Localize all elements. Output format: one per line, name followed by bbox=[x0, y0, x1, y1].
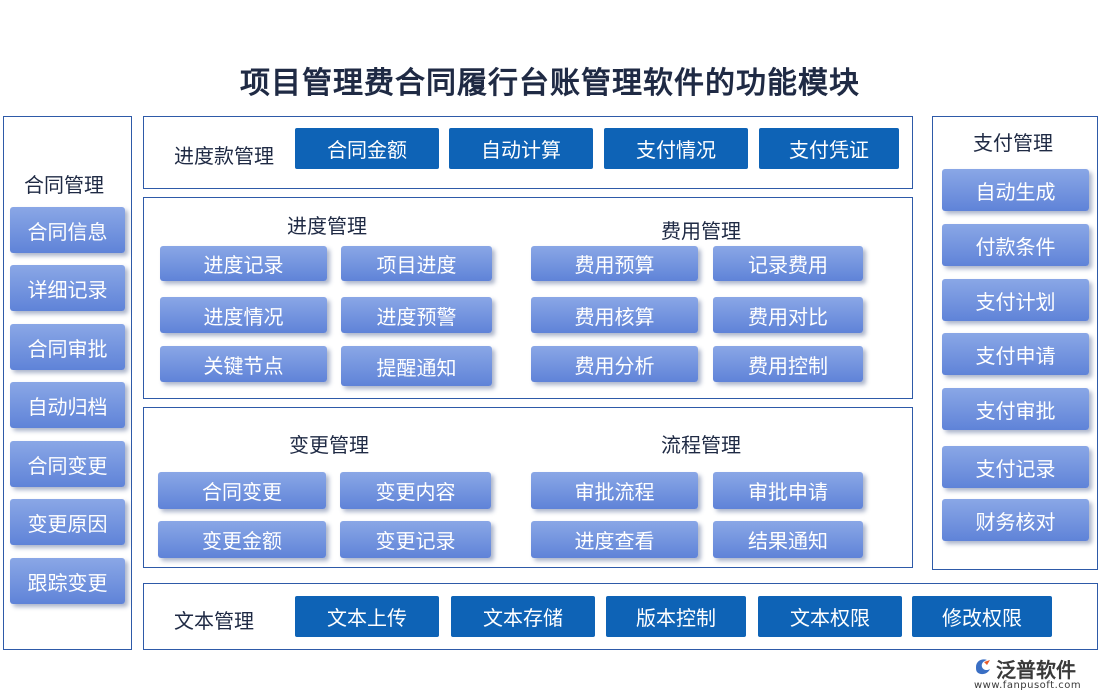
contract-item[interactable]: 合同信息 bbox=[10, 207, 125, 253]
document-item[interactable]: 文本上传 bbox=[295, 596, 439, 637]
document-item[interactable]: 修改权限 bbox=[912, 596, 1052, 637]
payment-item[interactable]: 财务核对 bbox=[942, 499, 1089, 541]
process-item[interactable]: 进度查看 bbox=[531, 521, 698, 558]
process-item[interactable]: 审批流程 bbox=[531, 472, 698, 509]
payment-item[interactable]: 付款条件 bbox=[942, 224, 1089, 266]
progress-payment-panel: 进度款管理 合同金额 自动计算 支付情况 支付凭证 bbox=[143, 116, 913, 189]
progress-payment-item[interactable]: 自动计算 bbox=[449, 128, 593, 169]
cost-item[interactable]: 费用控制 bbox=[713, 346, 863, 382]
cost-item[interactable]: 记录费用 bbox=[713, 246, 863, 281]
contract-item[interactable]: 自动归档 bbox=[10, 382, 125, 428]
cost-item[interactable]: 费用对比 bbox=[713, 297, 863, 333]
payment-panel-title: 支付管理 bbox=[973, 131, 1053, 155]
change-title: 变更管理 bbox=[289, 433, 369, 457]
cost-item[interactable]: 费用预算 bbox=[531, 246, 698, 281]
contract-item[interactable]: 跟踪变更 bbox=[10, 558, 125, 604]
process-item[interactable]: 结果通知 bbox=[713, 521, 863, 558]
contract-item[interactable]: 合同变更 bbox=[10, 441, 125, 487]
contract-panel-title: 合同管理 bbox=[24, 173, 104, 197]
cost-item[interactable]: 费用核算 bbox=[531, 297, 698, 333]
progress-item[interactable]: 提醒通知 bbox=[341, 346, 492, 386]
fanpu-logo-icon bbox=[976, 659, 990, 675]
payment-item[interactable]: 支付计划 bbox=[942, 279, 1089, 321]
brand-logo: 泛普软件 www.fanpusoft.com bbox=[972, 654, 1094, 694]
cost-item[interactable]: 费用分析 bbox=[531, 346, 698, 382]
progress-cost-panel: 进度管理 费用管理 进度记录 项目进度 进度情况 进度预警 关键节点 提醒通知 … bbox=[143, 197, 913, 399]
document-item[interactable]: 文本权限 bbox=[758, 596, 902, 637]
process-item[interactable]: 审批申请 bbox=[713, 472, 863, 509]
contract-item[interactable]: 合同审批 bbox=[10, 324, 125, 370]
change-item[interactable]: 变更金额 bbox=[158, 521, 326, 558]
progress-item[interactable]: 进度情况 bbox=[160, 297, 327, 333]
progress-item[interactable]: 进度预警 bbox=[341, 297, 492, 333]
document-panel: 文本管理 文本上传 文本存储 版本控制 文本权限 修改权限 bbox=[143, 583, 1098, 650]
change-item[interactable]: 变更内容 bbox=[340, 472, 491, 509]
contract-item[interactable]: 变更原因 bbox=[10, 499, 125, 545]
contract-panel: 合同管理 合同信息 详细记录 合同审批 自动归档 合同变更 变更原因 跟踪变更 bbox=[3, 116, 132, 650]
progress-payment-item[interactable]: 合同金额 bbox=[295, 128, 439, 169]
change-process-panel: 变更管理 流程管理 合同变更 变更内容 变更金额 变更记录 审批流程 审批申请 … bbox=[143, 407, 913, 568]
change-item[interactable]: 变更记录 bbox=[340, 521, 491, 558]
brand-url: www.fanpusoft.com bbox=[974, 680, 1082, 691]
change-item[interactable]: 合同变更 bbox=[158, 472, 326, 509]
document-title: 文本管理 bbox=[174, 609, 254, 633]
progress-payment-item[interactable]: 支付情况 bbox=[604, 128, 748, 169]
document-item[interactable]: 版本控制 bbox=[606, 596, 746, 637]
contract-item[interactable]: 详细记录 bbox=[10, 265, 125, 311]
brand-name: 泛普软件 bbox=[996, 658, 1076, 682]
payment-item[interactable]: 支付记录 bbox=[942, 446, 1089, 488]
payment-item[interactable]: 支付审批 bbox=[942, 388, 1089, 430]
document-item[interactable]: 文本存储 bbox=[451, 596, 595, 637]
payment-panel: 支付管理 自动生成 付款条件 支付计划 支付申请 支付审批 支付记录 财务核对 bbox=[932, 116, 1098, 570]
progress-item[interactable]: 关键节点 bbox=[160, 346, 327, 382]
payment-item[interactable]: 自动生成 bbox=[942, 169, 1089, 211]
progress-item[interactable]: 项目进度 bbox=[341, 246, 492, 281]
page-title: 项目管理费合同履行台账管理软件的功能模块 bbox=[240, 66, 860, 101]
progress-payment-title: 进度款管理 bbox=[174, 144, 274, 168]
payment-item[interactable]: 支付申请 bbox=[942, 333, 1089, 375]
progress-title: 进度管理 bbox=[287, 214, 367, 238]
process-title: 流程管理 bbox=[661, 433, 741, 457]
cost-title: 费用管理 bbox=[661, 219, 741, 243]
progress-payment-item[interactable]: 支付凭证 bbox=[759, 128, 899, 169]
progress-item[interactable]: 进度记录 bbox=[160, 246, 327, 281]
